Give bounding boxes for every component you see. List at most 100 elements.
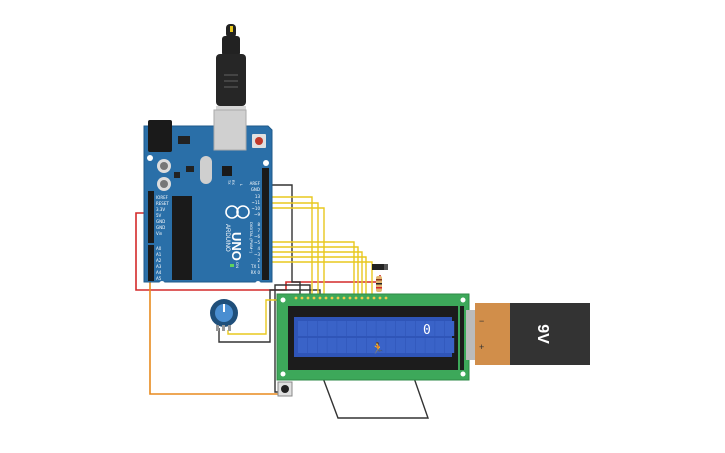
lcd-pins[interactable] <box>294 296 388 300</box>
lcd-cell <box>366 321 376 336</box>
wire-black-pot[interactable] <box>218 289 321 343</box>
lcd-cell <box>405 338 415 353</box>
tx-label: TX <box>227 180 231 185</box>
analog-header[interactable] <box>148 245 154 281</box>
lcd-display-text: 0 <box>423 323 431 338</box>
wire-yellow-d3[interactable] <box>266 251 363 296</box>
resistor[interactable] <box>376 276 382 292</box>
svg-text:A0: A0 <box>156 246 162 251</box>
battery-9v[interactable]: 9V − + <box>466 303 590 365</box>
lcd-cell <box>337 338 347 353</box>
wire-yellow-d11[interactable] <box>266 202 319 296</box>
push-button[interactable] <box>277 381 293 397</box>
lcd-cell <box>327 338 337 353</box>
lcd-cell <box>425 321 435 336</box>
usb-port[interactable] <box>213 109 247 151</box>
svg-text:A3: A3 <box>156 264 162 269</box>
battery-minus-label: − <box>479 316 484 326</box>
wire-black-gnd[interactable] <box>265 184 301 296</box>
lcd-cell <box>415 338 425 353</box>
svg-text:~11: ~11 <box>252 200 261 205</box>
brand-text: ARDUINO <box>224 224 230 252</box>
svg-text:~9: ~9 <box>254 212 260 217</box>
lcd-cell <box>298 338 308 353</box>
lcd-cell <box>317 321 327 336</box>
power-header[interactable] <box>148 191 154 243</box>
lcd-cell <box>435 321 445 336</box>
svg-text:3.3V: 3.3V <box>156 207 165 212</box>
svg-text:A2: A2 <box>156 258 162 263</box>
digital-header-title: DIGITAL (PWM~) <box>249 222 254 254</box>
digital-labels: AREF GND 13 ~11 ~10 ~9 8 7 ~6 ~5 4 ~3 2 … <box>250 181 261 275</box>
lcd-cell <box>386 321 396 336</box>
lcd-cell <box>445 321 455 336</box>
lcd-cell <box>298 321 308 336</box>
wire-yellow-d2[interactable] <box>266 256 367 296</box>
arduino-logo <box>225 205 250 219</box>
svg-text:4: 4 <box>257 246 260 251</box>
svg-text:~5: ~5 <box>254 240 260 245</box>
svg-text:2: 2 <box>257 258 260 263</box>
power-jack[interactable] <box>148 120 172 152</box>
svg-text:8: 8 <box>257 222 260 227</box>
lcd-cell <box>396 321 406 336</box>
wire-yellow-d4[interactable] <box>266 246 359 296</box>
lcd-cells <box>298 321 455 353</box>
lcd-cell <box>366 338 376 353</box>
arduino-uno[interactable]: ARDUINO UNO DIGITAL (PWM~) ON TX RX L IO… <box>143 109 273 287</box>
lcd-cell <box>347 338 357 353</box>
lcd-cell <box>307 338 317 353</box>
transistor[interactable] <box>372 264 388 270</box>
svg-text:IOREF: IOREF <box>156 195 169 200</box>
lcd-cell <box>327 321 337 336</box>
lcd-cell <box>386 338 396 353</box>
model-text: UNO <box>229 232 244 261</box>
battery-plus-label: + <box>479 342 484 352</box>
svg-text:~3: ~3 <box>254 252 260 257</box>
lcd-cell <box>405 321 415 336</box>
runner-figure-icon: 🏃 <box>371 342 385 355</box>
svg-text:~10: ~10 <box>252 206 261 211</box>
lcd-cell <box>425 338 435 353</box>
power-labels: IOREF RESET 3.3V 5V GND GND Vin <box>156 195 169 236</box>
svg-text:7: 7 <box>257 228 260 233</box>
svg-text:RESET: RESET <box>156 201 169 206</box>
svg-text:AREF: AREF <box>250 181 261 186</box>
atmega-chip <box>172 196 192 280</box>
lcd-cell <box>356 338 366 353</box>
lcd-module[interactable]: 0 🏃 <box>276 293 470 381</box>
wire-black-button[interactable] <box>274 284 311 393</box>
lcd-cell <box>415 321 425 336</box>
on-label: ON <box>235 262 240 268</box>
svg-text:A5: A5 <box>156 276 162 281</box>
lcd-cell <box>317 338 327 353</box>
wire-black-loop[interactable] <box>322 377 429 419</box>
lcd-cell <box>337 321 347 336</box>
wire-yellow-d10[interactable] <box>266 207 325 296</box>
svg-text:13: 13 <box>255 194 261 199</box>
lcd-cell <box>396 338 406 353</box>
wire-yellow-d13[interactable] <box>266 196 313 296</box>
digital-header[interactable] <box>262 168 269 280</box>
rx-label: RX <box>231 180 235 186</box>
wire-yellow-d6[interactable] <box>266 261 373 296</box>
wire-yellow-d5[interactable] <box>266 241 355 296</box>
analog-labels: A0 A1 A2 A3 A4 A5 <box>156 246 162 281</box>
svg-text:GND: GND <box>156 219 165 224</box>
wire-orange-a0[interactable] <box>149 250 280 395</box>
lcd-cell <box>356 321 366 336</box>
svg-text:~6: ~6 <box>254 234 260 239</box>
lcd-cell <box>376 338 386 353</box>
lcd-cell <box>435 338 445 353</box>
svg-text:GND: GND <box>156 225 165 230</box>
svg-text:Vin: Vin <box>156 231 163 236</box>
svg-text:GND: GND <box>251 187 260 192</box>
lcd-cell <box>376 321 386 336</box>
lcd-cell <box>307 321 317 336</box>
svg-text:A1: A1 <box>156 252 162 257</box>
lcd-cell <box>445 338 455 353</box>
lcd-cell <box>347 321 357 336</box>
potentiometer[interactable] <box>210 299 238 331</box>
l-label: L <box>239 184 243 186</box>
